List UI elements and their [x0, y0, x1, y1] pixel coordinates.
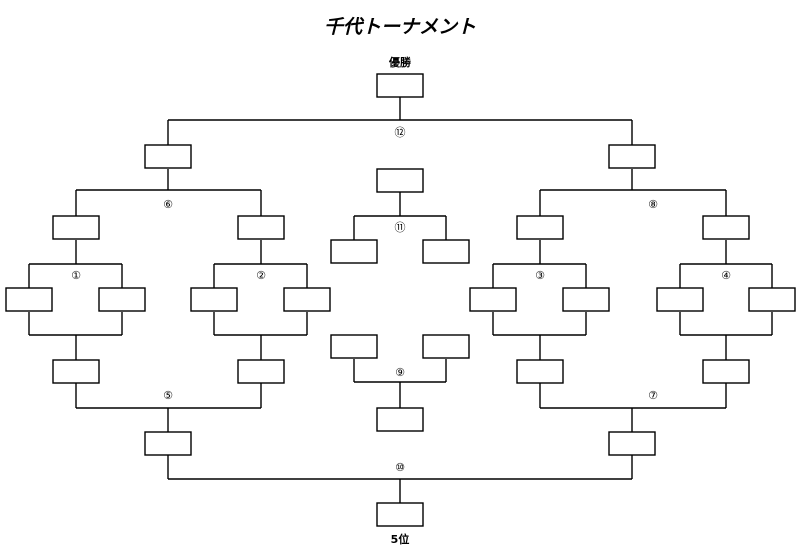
match-number-12: ⑫: [395, 126, 406, 139]
consolation-box[interactable]: [702, 359, 750, 384]
center-box[interactable]: [422, 334, 470, 359]
bracket-boxes: [5, 73, 796, 527]
match-number-11: ⑪: [395, 221, 406, 234]
champion-label: 優勝: [388, 55, 412, 69]
entry-box[interactable]: [748, 287, 796, 312]
match-number-5: ⑤: [163, 389, 173, 402]
quarterfinal-box[interactable]: [702, 215, 750, 240]
center-box[interactable]: [422, 239, 470, 264]
match-number-3: ③: [535, 269, 545, 282]
entry-box[interactable]: [283, 287, 331, 312]
semifinal-box-right[interactable]: [608, 144, 656, 169]
match-number-9: ⑨: [395, 366, 405, 379]
consolation-box[interactable]: [516, 359, 564, 384]
bracket-lines: [28, 97, 773, 503]
match-number-4: ④: [721, 269, 731, 282]
bracket-title: 千代トーナメント: [324, 16, 476, 38]
entry-box[interactable]: [98, 287, 146, 312]
consolation-box[interactable]: [52, 359, 100, 384]
entry-box[interactable]: [190, 287, 238, 312]
entry-box[interactable]: [5, 287, 53, 312]
quarterfinal-box[interactable]: [52, 215, 100, 240]
match-number-2: ②: [256, 269, 266, 282]
consolation-final-box-left[interactable]: [144, 431, 192, 456]
fifth-place-box[interactable]: [376, 502, 424, 527]
entry-box[interactable]: [469, 287, 517, 312]
consolation-final-box-right[interactable]: [608, 431, 656, 456]
fifth-place-label: 5位: [391, 532, 410, 546]
match-number-7: ⑦: [648, 389, 658, 402]
match-number-1: ①: [71, 269, 81, 282]
consolation-box[interactable]: [237, 359, 285, 384]
entry-box[interactable]: [656, 287, 704, 312]
match-number-6: ⑥: [163, 198, 173, 211]
quarterfinal-box[interactable]: [237, 215, 285, 240]
center-box[interactable]: [330, 334, 378, 359]
entry-box[interactable]: [562, 287, 610, 312]
center-lower-box[interactable]: [376, 407, 424, 432]
champion-box[interactable]: [376, 73, 424, 98]
match-number-10: ⑩: [395, 461, 405, 474]
center-upper-box[interactable]: [376, 168, 424, 193]
semifinal-box-left[interactable]: [144, 144, 192, 169]
center-box[interactable]: [330, 239, 378, 264]
match-number-8: ⑧: [648, 198, 658, 211]
quarterfinal-box[interactable]: [516, 215, 564, 240]
